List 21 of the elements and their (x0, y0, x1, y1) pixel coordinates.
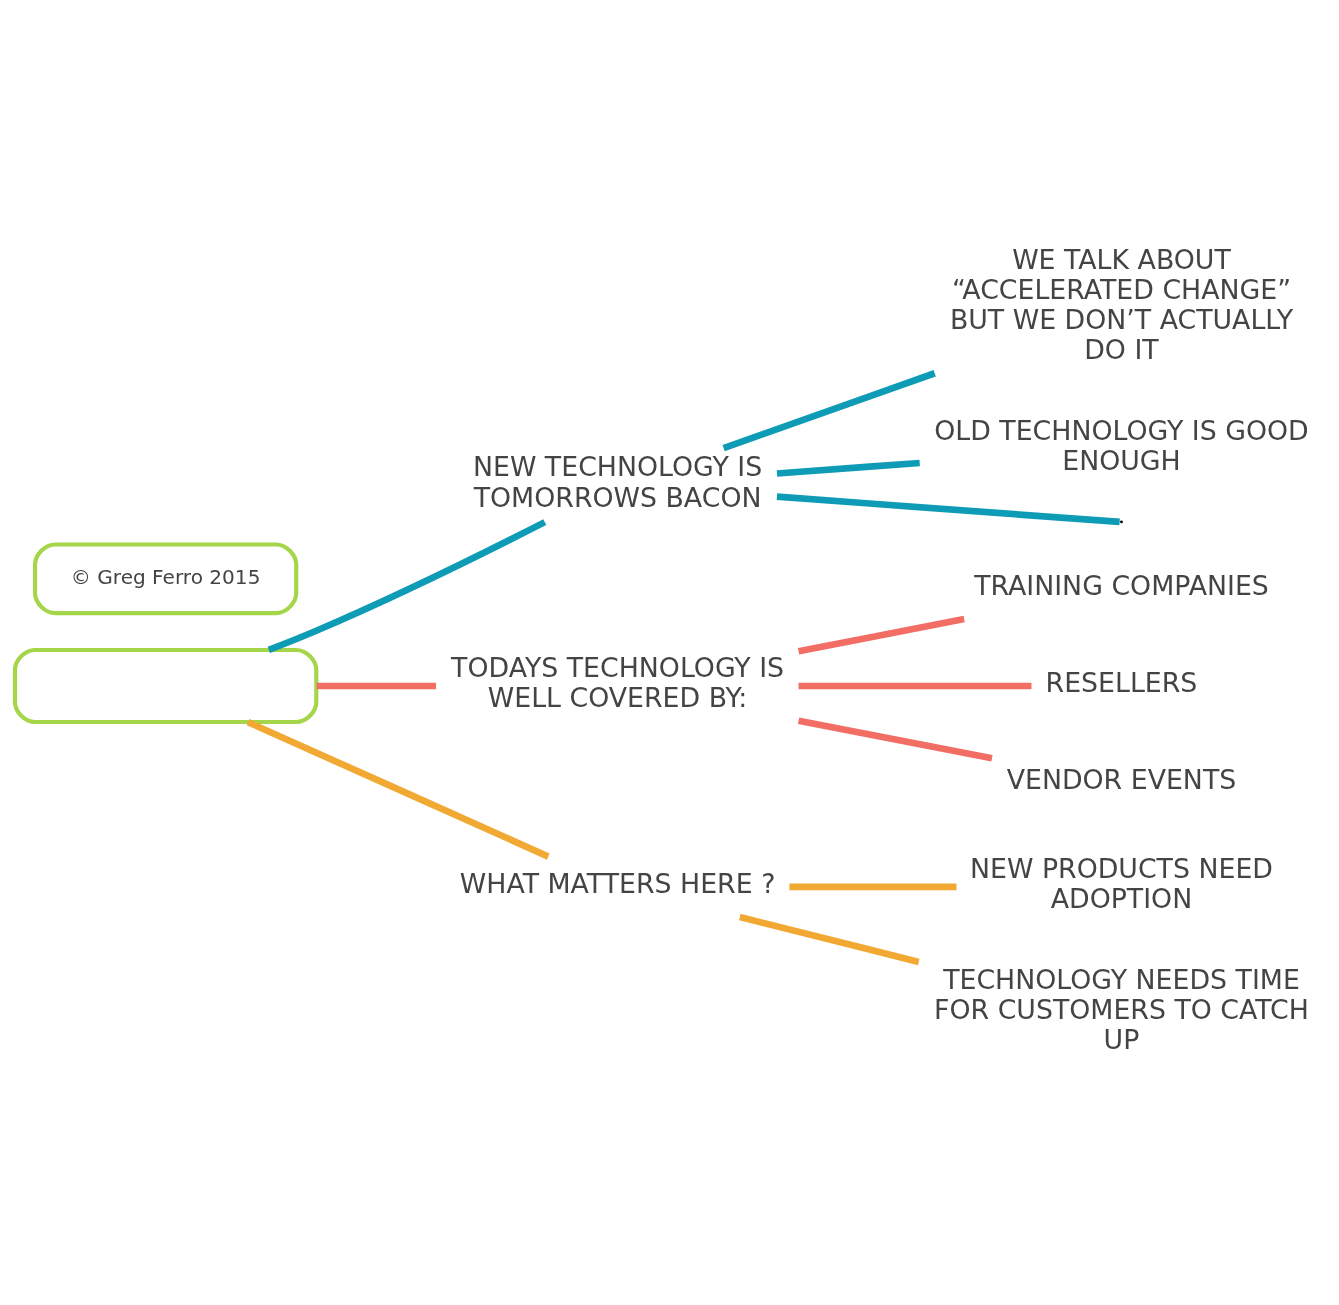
connector (267, 519, 547, 653)
node-text: NEW TECHNOLOGY IS TOMORROWS BACON (472, 451, 763, 513)
connector (246, 719, 550, 860)
connector (797, 717, 993, 762)
connector (316, 682, 437, 690)
connector (722, 370, 936, 452)
node-text: OLD TECHNOLOGY IS GOOD ENOUGH (934, 414, 1309, 476)
node-text: TECHNOLOGY NEEDS TIME FOR CUSTOMERS TO CATCH UP (934, 963, 1309, 1055)
connector (789, 883, 957, 891)
node-text: NEW PRODUCTS NEED ADOPTION (970, 853, 1273, 915)
node-text: RESELLERS (1045, 667, 1198, 699)
node-box (12, 647, 319, 725)
connector (798, 682, 1032, 690)
node-box: © Greg Ferro 2015 (32, 542, 299, 616)
node-text: VENDOR EVENTS (1006, 764, 1237, 796)
node-text: WHAT MATTERS HERE ? (459, 868, 776, 900)
node-text: WE TALK ABOUT “ACCELERATED CHANGE” BUT WE DON’T ACTUALLY DO IT (949, 243, 1294, 366)
connector (797, 615, 965, 655)
connector (739, 913, 920, 966)
node-text: TODAYS TECHNOLOGY IS WELL COVERED BY: (451, 652, 785, 714)
node-text: TRAINING COMPANIES (974, 570, 1269, 602)
